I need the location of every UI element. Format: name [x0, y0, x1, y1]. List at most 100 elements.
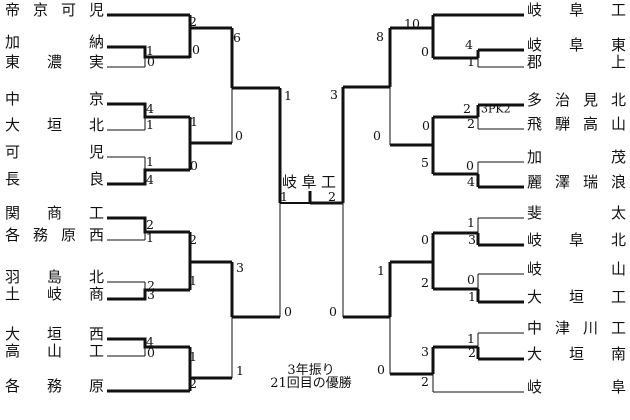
team-name-char: 土	[5, 285, 21, 303]
champion-note-line2: 21回目の優勝	[270, 376, 352, 391]
team-name-char: 騨	[554, 115, 570, 133]
score-label: 0	[421, 44, 429, 59]
team-name-char: 岐	[527, 260, 543, 278]
team-name-char: 良	[88, 170, 104, 188]
team-name-char: 帝	[5, 1, 21, 19]
score-label: 6	[233, 30, 241, 45]
team-name-char: 垣	[568, 345, 584, 363]
team-name: 可児	[5, 144, 104, 161]
team-name-char: 高	[582, 115, 598, 133]
team-name-char: 濃	[46, 53, 62, 71]
score-label: 2	[147, 278, 155, 293]
score-label: 4	[146, 172, 154, 187]
team-name: 岐山	[527, 261, 626, 278]
team-name: 各務原西	[5, 227, 104, 244]
score-label: 3	[468, 232, 476, 247]
team-name-char: 北	[88, 116, 104, 134]
champion-label: 岐阜工	[282, 174, 336, 190]
score-label: 5	[421, 155, 429, 170]
team-name-char: 太	[610, 204, 626, 222]
score-label: 0	[373, 128, 381, 143]
team-name: 岐阜	[527, 379, 626, 396]
team-name-char: 垣	[46, 325, 62, 343]
team-name: 飛騨高山	[527, 116, 626, 133]
team-name-char: 務	[32, 226, 48, 244]
score-label: 0	[147, 345, 155, 360]
team-name-char: 岐	[527, 1, 543, 19]
team-name-char: 上	[610, 53, 626, 71]
team-name: 岐阜北	[527, 232, 626, 249]
team-name-char: 麗	[527, 173, 543, 191]
team-name-char: 茂	[610, 148, 626, 166]
team-name-char: 羽	[5, 268, 21, 286]
score-label: 1	[146, 154, 154, 169]
team-name-char: 西	[88, 226, 104, 244]
team-name-char: 岐	[527, 378, 543, 396]
team-name-char: 務	[46, 377, 62, 395]
team-name-char: 西	[88, 325, 104, 343]
score-label: 8	[376, 29, 384, 44]
score-label: 4	[467, 174, 475, 189]
team-name-char: 児	[88, 1, 104, 19]
team-name-char: 浪	[610, 173, 626, 191]
team-name: 大垣工	[527, 289, 626, 306]
team-name: 東濃実	[5, 54, 104, 71]
team-name-char: 阜	[610, 378, 626, 396]
team-name: 多治見北	[527, 92, 626, 109]
team-name-char: 山	[610, 115, 626, 133]
team-name-char: 多	[527, 91, 543, 109]
team-name-char: 津	[554, 319, 570, 337]
score-label: 1	[189, 349, 197, 364]
team-name-char: 川	[582, 319, 598, 337]
score-label: 3	[147, 287, 155, 302]
team-name: 長良	[5, 171, 104, 188]
score-label: 0	[329, 304, 337, 319]
team-name: 加納	[5, 34, 104, 51]
team-name-char: 岐	[282, 173, 298, 191]
team-name-char: 高	[5, 342, 21, 360]
score-label: 2	[467, 116, 475, 131]
score-label: 2	[146, 217, 154, 232]
team-name-char: 岐	[46, 285, 62, 303]
team-name-char: 大	[5, 116, 21, 134]
team-name-char: 工	[610, 288, 626, 306]
bracket-lines-thick	[107, 13, 524, 393]
team-name-char: 工	[88, 204, 104, 222]
score-label: 2	[189, 14, 197, 29]
team-name-char: 大	[527, 345, 543, 363]
score-label: 2	[421, 275, 429, 290]
score-label: 3	[421, 344, 429, 359]
team-name-char: 中	[527, 319, 543, 337]
team-name-char: 実	[88, 53, 104, 71]
team-name-char: 北	[610, 231, 626, 249]
team-name-char: 瑞	[582, 173, 598, 191]
team-name-char: 原	[88, 377, 104, 395]
team-name-char: 中	[5, 90, 21, 108]
team-name-char: 治	[554, 91, 570, 109]
team-name: 帝京可児	[5, 2, 104, 19]
team-name-char: 可	[60, 1, 76, 19]
champion-note-line1: 3年振り	[287, 363, 335, 378]
team-name: 加茂	[527, 149, 626, 166]
team-name-char: 阜	[568, 231, 584, 249]
score-label: 0	[421, 232, 429, 247]
score-label: 3	[236, 260, 244, 275]
team-name-char: 工	[320, 173, 336, 191]
score-label: 0	[377, 362, 385, 377]
team-name-char: 京	[88, 90, 104, 108]
team-name: 高山工	[5, 343, 104, 360]
score-label: 4	[146, 101, 154, 116]
team-name: 斐太	[527, 205, 626, 222]
score-label: 1	[146, 43, 154, 58]
score-label: 1	[377, 263, 385, 278]
team-name-char: 児	[88, 143, 104, 161]
score-label: 1	[146, 230, 154, 245]
final-score-right: 2	[328, 189, 336, 204]
score-label: 4	[465, 37, 473, 52]
team-name: 岐阜工	[527, 2, 626, 19]
team-name-char: 長	[5, 170, 21, 188]
team-name-char: 大	[5, 325, 21, 343]
team-name: 中京	[5, 91, 104, 108]
score-label: 0	[467, 272, 475, 287]
